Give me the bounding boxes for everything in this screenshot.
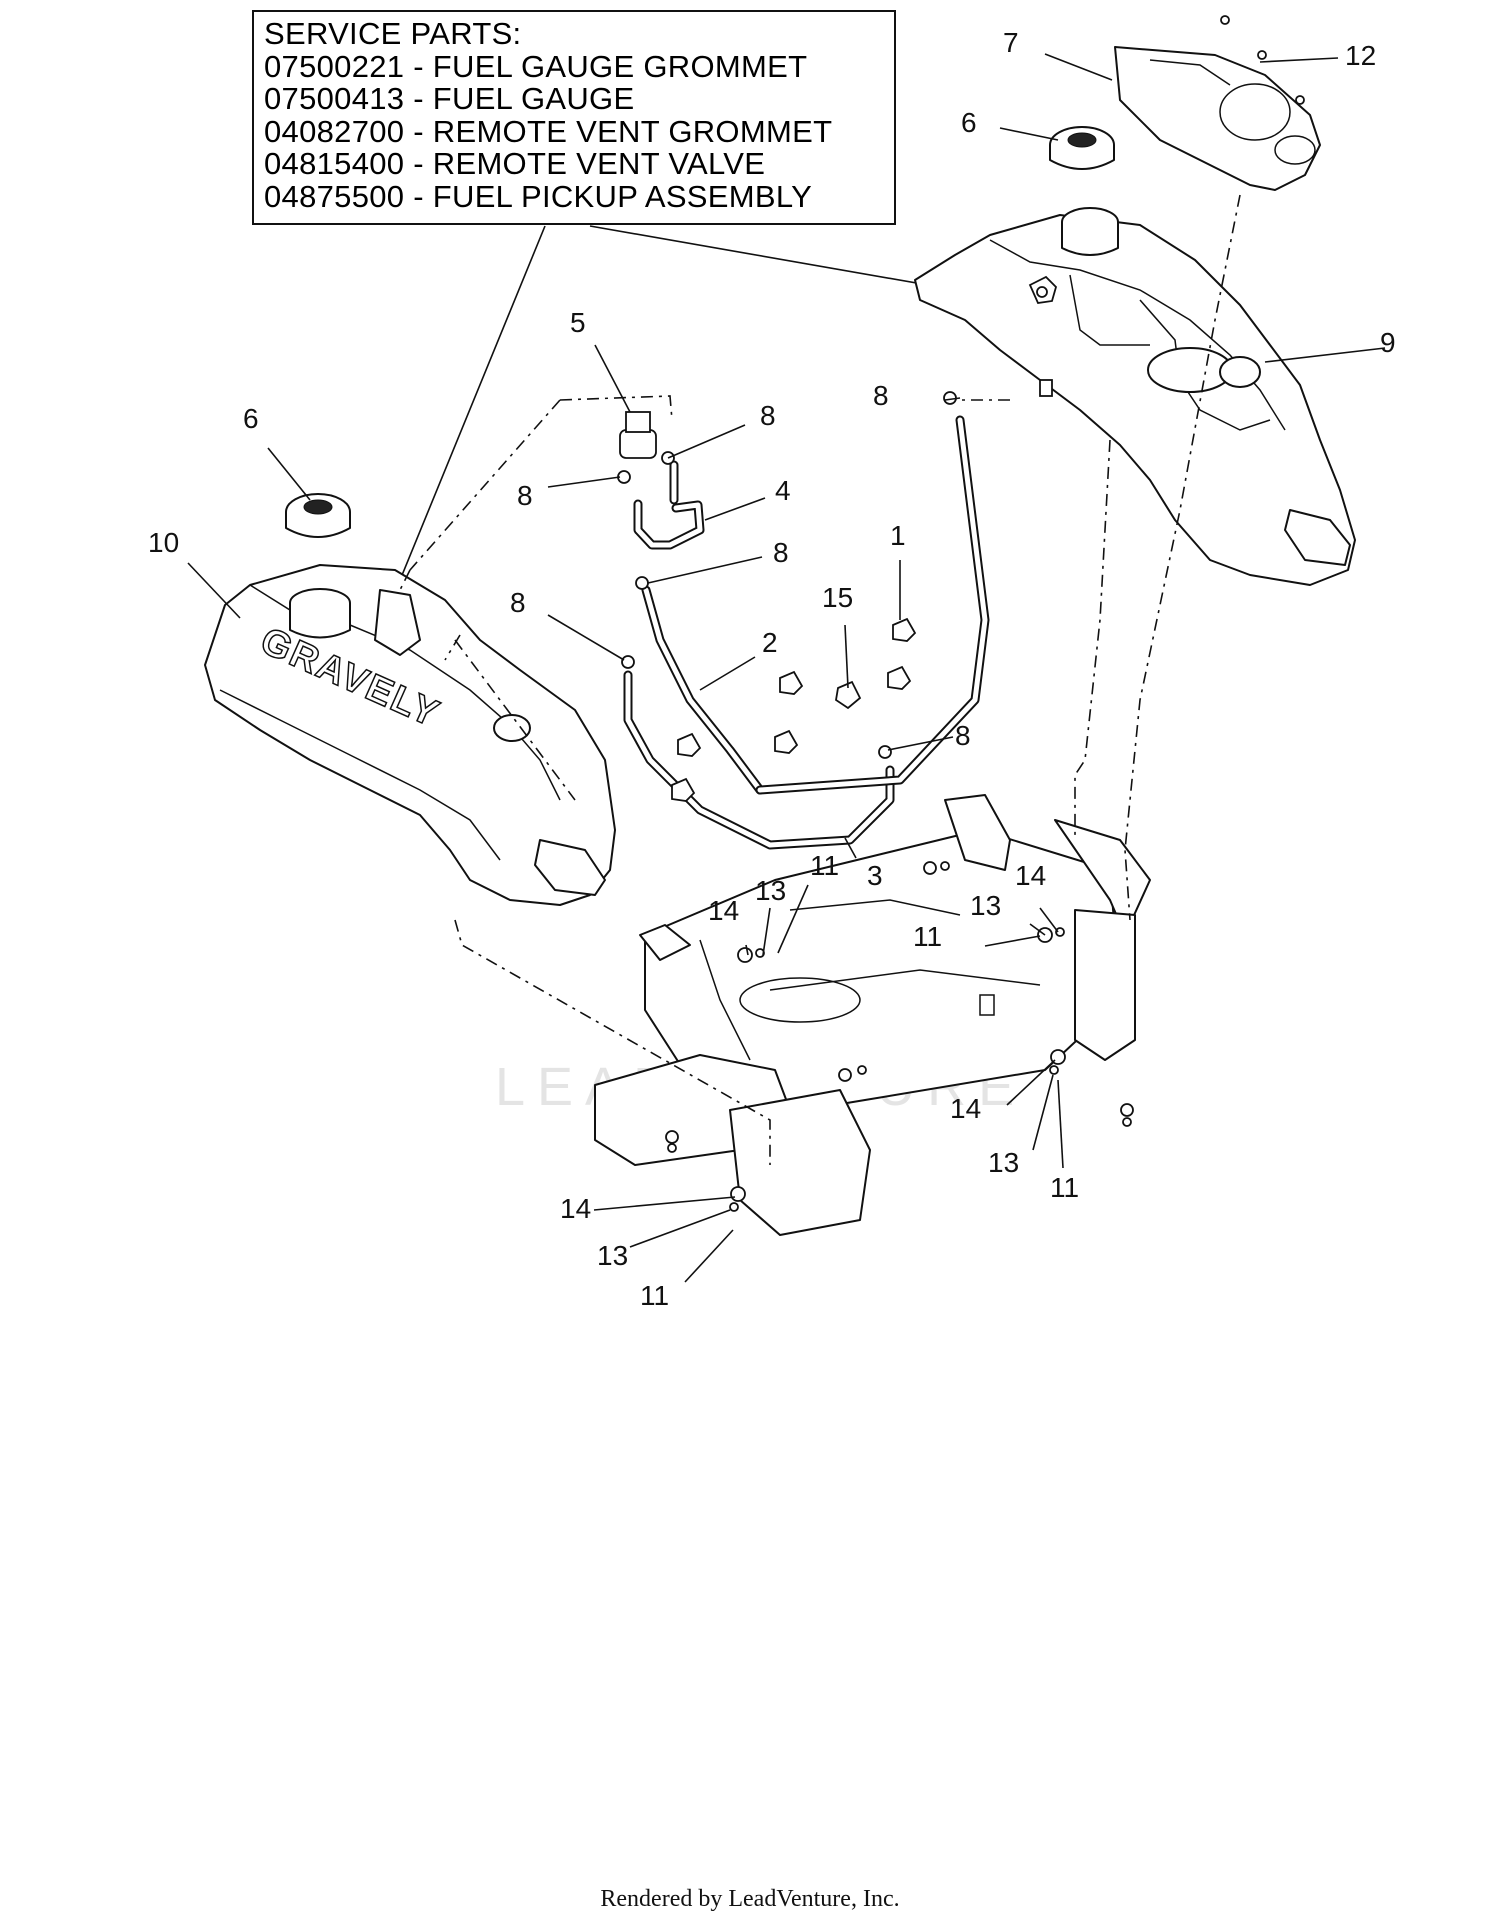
callout-8: 8: [760, 400, 776, 431]
callout-13: 13: [970, 890, 1001, 921]
callout-3: 3: [867, 860, 883, 891]
service-parts-heading: SERVICE PARTS:: [264, 16, 522, 51]
callout-15: 15: [822, 582, 853, 613]
service-parts-box: SERVICE PARTS: 07500221 - FUEL GAUGE GRO…: [252, 10, 896, 225]
callout-leaders: [187, 53, 1386, 1283]
callout-labels: 7 12 6 9 6 10 5 8 8 4 8 8 2 1 15 8 8 3 1…: [148, 27, 1396, 1311]
fasteners-and-clips: [617, 15, 1305, 1212]
callout-11: 11: [640, 1280, 669, 1311]
callout-13: 13: [988, 1147, 1019, 1178]
callout-8: 8: [773, 537, 789, 568]
callout-8: 8: [510, 587, 526, 618]
callout-4: 4: [775, 475, 791, 506]
callout-8: 8: [873, 380, 889, 411]
service-part-item: 07500413 - FUEL GAUGE: [264, 81, 635, 116]
callout-8: 8: [517, 480, 533, 511]
service-part-item: 07500221 - FUEL GAUGE GROMMET: [264, 48, 808, 84]
callout-1: 1: [890, 520, 906, 551]
chassis-frame: [594, 794, 1151, 1236]
callout-14: 14: [560, 1193, 591, 1224]
callout-12: 12: [1345, 40, 1376, 71]
footer-credit: Rendered by LeadVenture, Inc.: [600, 1886, 900, 1912]
callout-8: 8: [955, 720, 971, 751]
fuel-hoses: [623, 415, 990, 850]
callout-7: 7: [1003, 27, 1019, 58]
callout-2: 2: [762, 627, 778, 658]
callout-11: 11: [913, 921, 942, 952]
callout-14: 14: [1015, 860, 1046, 891]
fuel-cap-right: [1049, 126, 1115, 170]
alignment-lines: [399, 194, 1241, 1165]
callout-6: 6: [243, 403, 259, 434]
callout-13: 13: [755, 875, 786, 906]
callout-11: 11: [1050, 1172, 1079, 1203]
callout-9: 9: [1380, 327, 1396, 358]
callout-11: 11: [810, 850, 839, 881]
service-part-item: 04815400 - REMOTE VENT VALVE: [264, 146, 766, 181]
fuel-cap-left: [285, 493, 351, 538]
service-part-item: 04082700 - REMOTE VENT GROMMET: [264, 113, 833, 149]
callout-14: 14: [950, 1093, 981, 1124]
callout-10: 10: [148, 527, 179, 558]
callout-5: 5: [570, 307, 586, 338]
top-cover: [1114, 46, 1321, 191]
right-fuel-tank: [914, 207, 1356, 586]
service-part-item: 04875500 - FUEL PICKUP ASSEMBLY: [264, 178, 813, 214]
callout-13: 13: [597, 1240, 628, 1271]
callout-6: 6: [961, 107, 977, 138]
left-fuel-tank: GRAVELY: [204, 564, 616, 906]
callout-14: 14: [708, 895, 739, 926]
